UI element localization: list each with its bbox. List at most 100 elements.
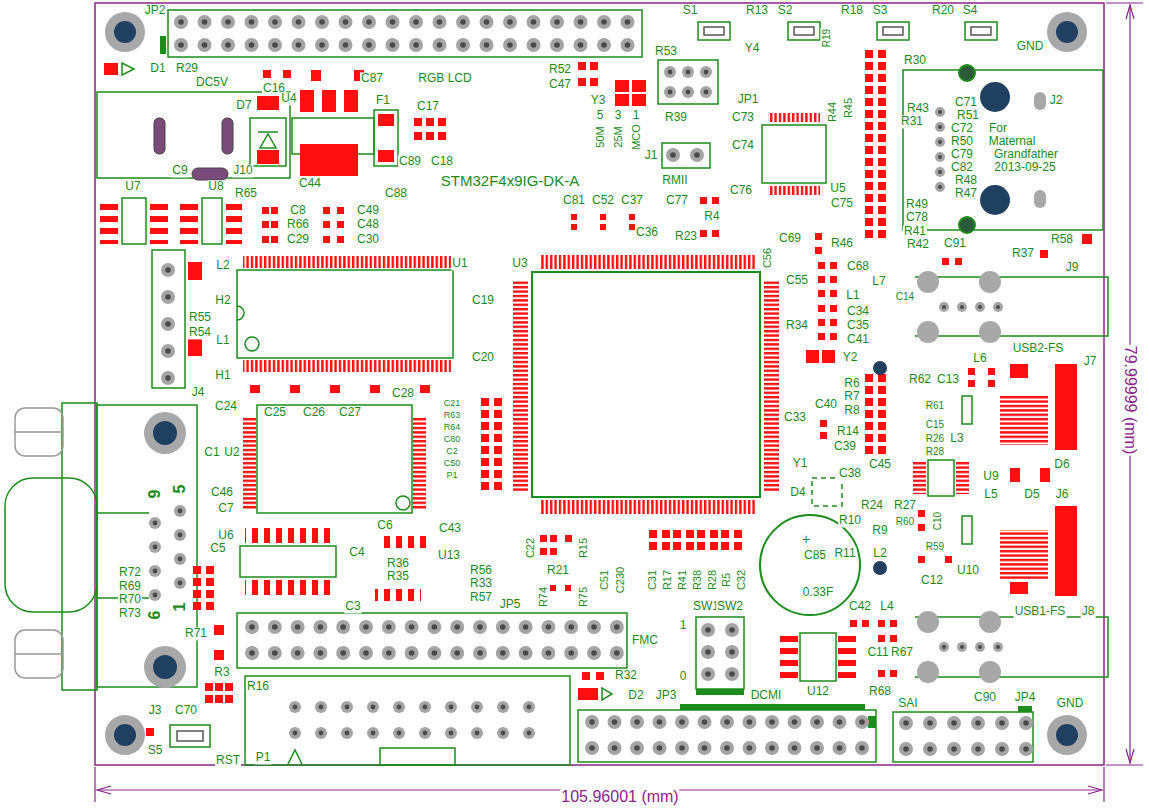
pin-pad xyxy=(245,646,259,660)
pin-pad xyxy=(341,701,353,713)
part-designator: SAI xyxy=(897,697,918,710)
pin-pad xyxy=(291,646,305,660)
part-designator: R11 xyxy=(833,547,856,560)
part-designator: R54 xyxy=(188,326,212,339)
pin-pad xyxy=(720,741,734,755)
part-designator: C85 xyxy=(803,549,827,562)
pin-drill xyxy=(657,745,663,751)
hole-drill xyxy=(114,21,136,43)
pin-pad xyxy=(174,553,186,565)
part-designator: 0 xyxy=(679,670,688,683)
pin-drill xyxy=(293,705,298,710)
through-hole-pin xyxy=(315,38,329,52)
mounting-hole xyxy=(144,646,186,688)
pin-drill xyxy=(432,650,438,656)
pin1-mark xyxy=(245,337,259,351)
pin-drill xyxy=(546,624,552,630)
pin-pad xyxy=(587,646,601,660)
pin-pad xyxy=(149,589,161,601)
part-designator: 1 xyxy=(679,619,688,632)
through-hole-pin xyxy=(564,620,578,634)
pin-pad xyxy=(975,302,985,312)
usb-pins xyxy=(1000,395,1048,445)
smd-pad xyxy=(378,150,394,162)
pin-drill xyxy=(507,19,513,25)
smd-pad xyxy=(830,319,837,326)
pin-pad xyxy=(527,15,541,29)
through-hole-pin xyxy=(382,646,396,660)
pin-drill xyxy=(568,650,574,656)
pin-drill xyxy=(601,42,607,48)
part-designator: C48 xyxy=(356,218,380,231)
through-hole-pin xyxy=(585,715,599,729)
through-hole-pin xyxy=(382,620,396,634)
part-designator: R56 xyxy=(469,564,493,577)
pin-drill xyxy=(747,719,753,725)
part-designator: R24 xyxy=(860,499,884,512)
pin-pad xyxy=(995,716,1009,730)
part-designator: C76 xyxy=(729,184,753,197)
pin-pad xyxy=(610,646,624,660)
through-hole-pin xyxy=(597,38,611,52)
part-designator: C82 xyxy=(950,161,974,174)
resistor-pads xyxy=(480,396,504,492)
part-designator: C18 xyxy=(430,155,454,168)
smd-pad xyxy=(311,70,321,81)
pin-drill xyxy=(423,705,428,710)
smd-pad xyxy=(878,620,885,627)
pin-drill xyxy=(927,720,933,726)
part-designator: R18 xyxy=(840,4,864,17)
through-hole-pin xyxy=(393,701,405,713)
part-designator: SW2 xyxy=(716,600,744,613)
part-designator: C46 xyxy=(210,486,234,499)
part-designator: C90 xyxy=(973,691,997,704)
through-hole-pin xyxy=(608,715,622,729)
pin-pad xyxy=(971,742,985,756)
pin-drill xyxy=(527,705,532,710)
part-designator: R70 xyxy=(118,593,142,606)
part-designator: J1 xyxy=(644,149,659,162)
part-designator: 3 xyxy=(614,109,623,122)
pin-drill xyxy=(523,624,529,630)
header-outline xyxy=(578,710,876,762)
pin-drill xyxy=(978,305,982,309)
part-designator: C50 xyxy=(443,459,462,469)
through-hole-pin xyxy=(1019,716,1033,730)
pin-pad xyxy=(362,38,376,52)
switch-button xyxy=(971,27,991,35)
through-hole-pin xyxy=(743,715,757,729)
pin-number: 1 xyxy=(171,602,189,613)
through-hole-pin xyxy=(161,290,175,304)
through-hole-pin xyxy=(419,701,431,713)
pin-pad xyxy=(339,15,353,29)
smd-pad xyxy=(225,695,233,703)
crystal-pad xyxy=(822,350,835,363)
ic-pins xyxy=(245,580,335,595)
ic-pins xyxy=(375,589,421,601)
through-hole-pin xyxy=(245,646,259,660)
pin-drill xyxy=(475,705,480,710)
smd-pad xyxy=(426,118,434,126)
through-hole-pin xyxy=(427,646,441,660)
part-designator: J9 xyxy=(1065,261,1080,274)
through-hole-pin xyxy=(975,302,985,312)
through-hole-pin xyxy=(700,66,712,78)
usb-shield-pad xyxy=(1055,506,1077,596)
smd-pad xyxy=(942,258,949,265)
through-hole-pin xyxy=(519,646,533,660)
ic-outline xyxy=(762,125,826,183)
part-designator: C31 xyxy=(646,569,658,591)
through-hole-pin xyxy=(289,727,301,739)
ic-pins xyxy=(243,360,451,372)
pin-drill xyxy=(295,650,301,656)
through-hole-pin xyxy=(174,553,186,565)
part-designator: JP3 xyxy=(655,689,678,702)
part-designator: R67 xyxy=(890,646,914,659)
part-designator: C26 xyxy=(302,406,326,419)
pin-pad xyxy=(855,715,869,729)
ic-pins xyxy=(180,200,198,244)
ic-pins xyxy=(768,113,820,122)
part-designator: F1 xyxy=(375,94,391,107)
pin-pad xyxy=(939,302,949,312)
switch-button xyxy=(177,731,203,741)
